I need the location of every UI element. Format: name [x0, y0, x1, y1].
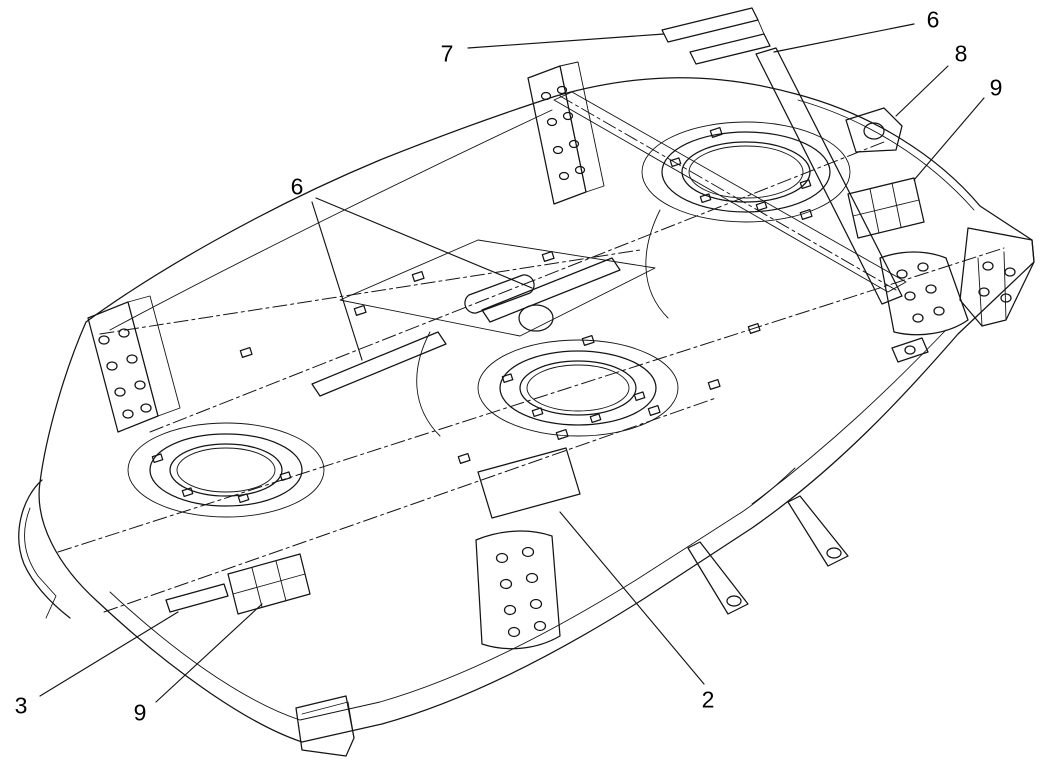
phantom-centerlines: [57, 95, 1005, 613]
deck-recess-details: [239, 126, 813, 464]
callout-8: 8: [954, 40, 968, 67]
right-end-bracket: [959, 227, 1035, 327]
callout-6-middle: 6: [290, 173, 304, 200]
spindle-top-right: [641, 121, 851, 223]
long-baffle-upper: [553, 91, 907, 293]
top-mount-bracket: [527, 61, 605, 205]
callout-7: 7: [440, 40, 454, 67]
corner-plate: [845, 107, 903, 153]
decal-left: [227, 553, 311, 615]
right-strap-bracket: [879, 251, 969, 336]
front-strap-bracket: [475, 530, 561, 650]
decal-right: [847, 177, 925, 239]
side-tab: [891, 337, 929, 363]
hinge-arm-2: [787, 495, 849, 567]
baffle-strip-1: [481, 257, 621, 323]
callout-6-top: 6: [926, 6, 940, 33]
upper-bracket-part: [661, 7, 771, 65]
callout-9-bottom: 9: [133, 699, 147, 726]
callout-leaders: [39, 23, 985, 703]
hinge-arm-1: [687, 541, 749, 615]
baffle-strip-2: [311, 331, 447, 397]
spindle-left: [127, 422, 325, 518]
decal-strip: [165, 583, 229, 613]
callout-2: 2: [701, 686, 715, 713]
callout-3: 3: [14, 692, 28, 719]
spindle-middle: [477, 339, 679, 437]
left-mount-bracket: [87, 295, 181, 433]
deck-outline: [18, 77, 1035, 757]
long-baffle-right: [755, 47, 903, 305]
callout-9-top: 9: [989, 74, 1003, 101]
decal-center: [477, 447, 581, 519]
